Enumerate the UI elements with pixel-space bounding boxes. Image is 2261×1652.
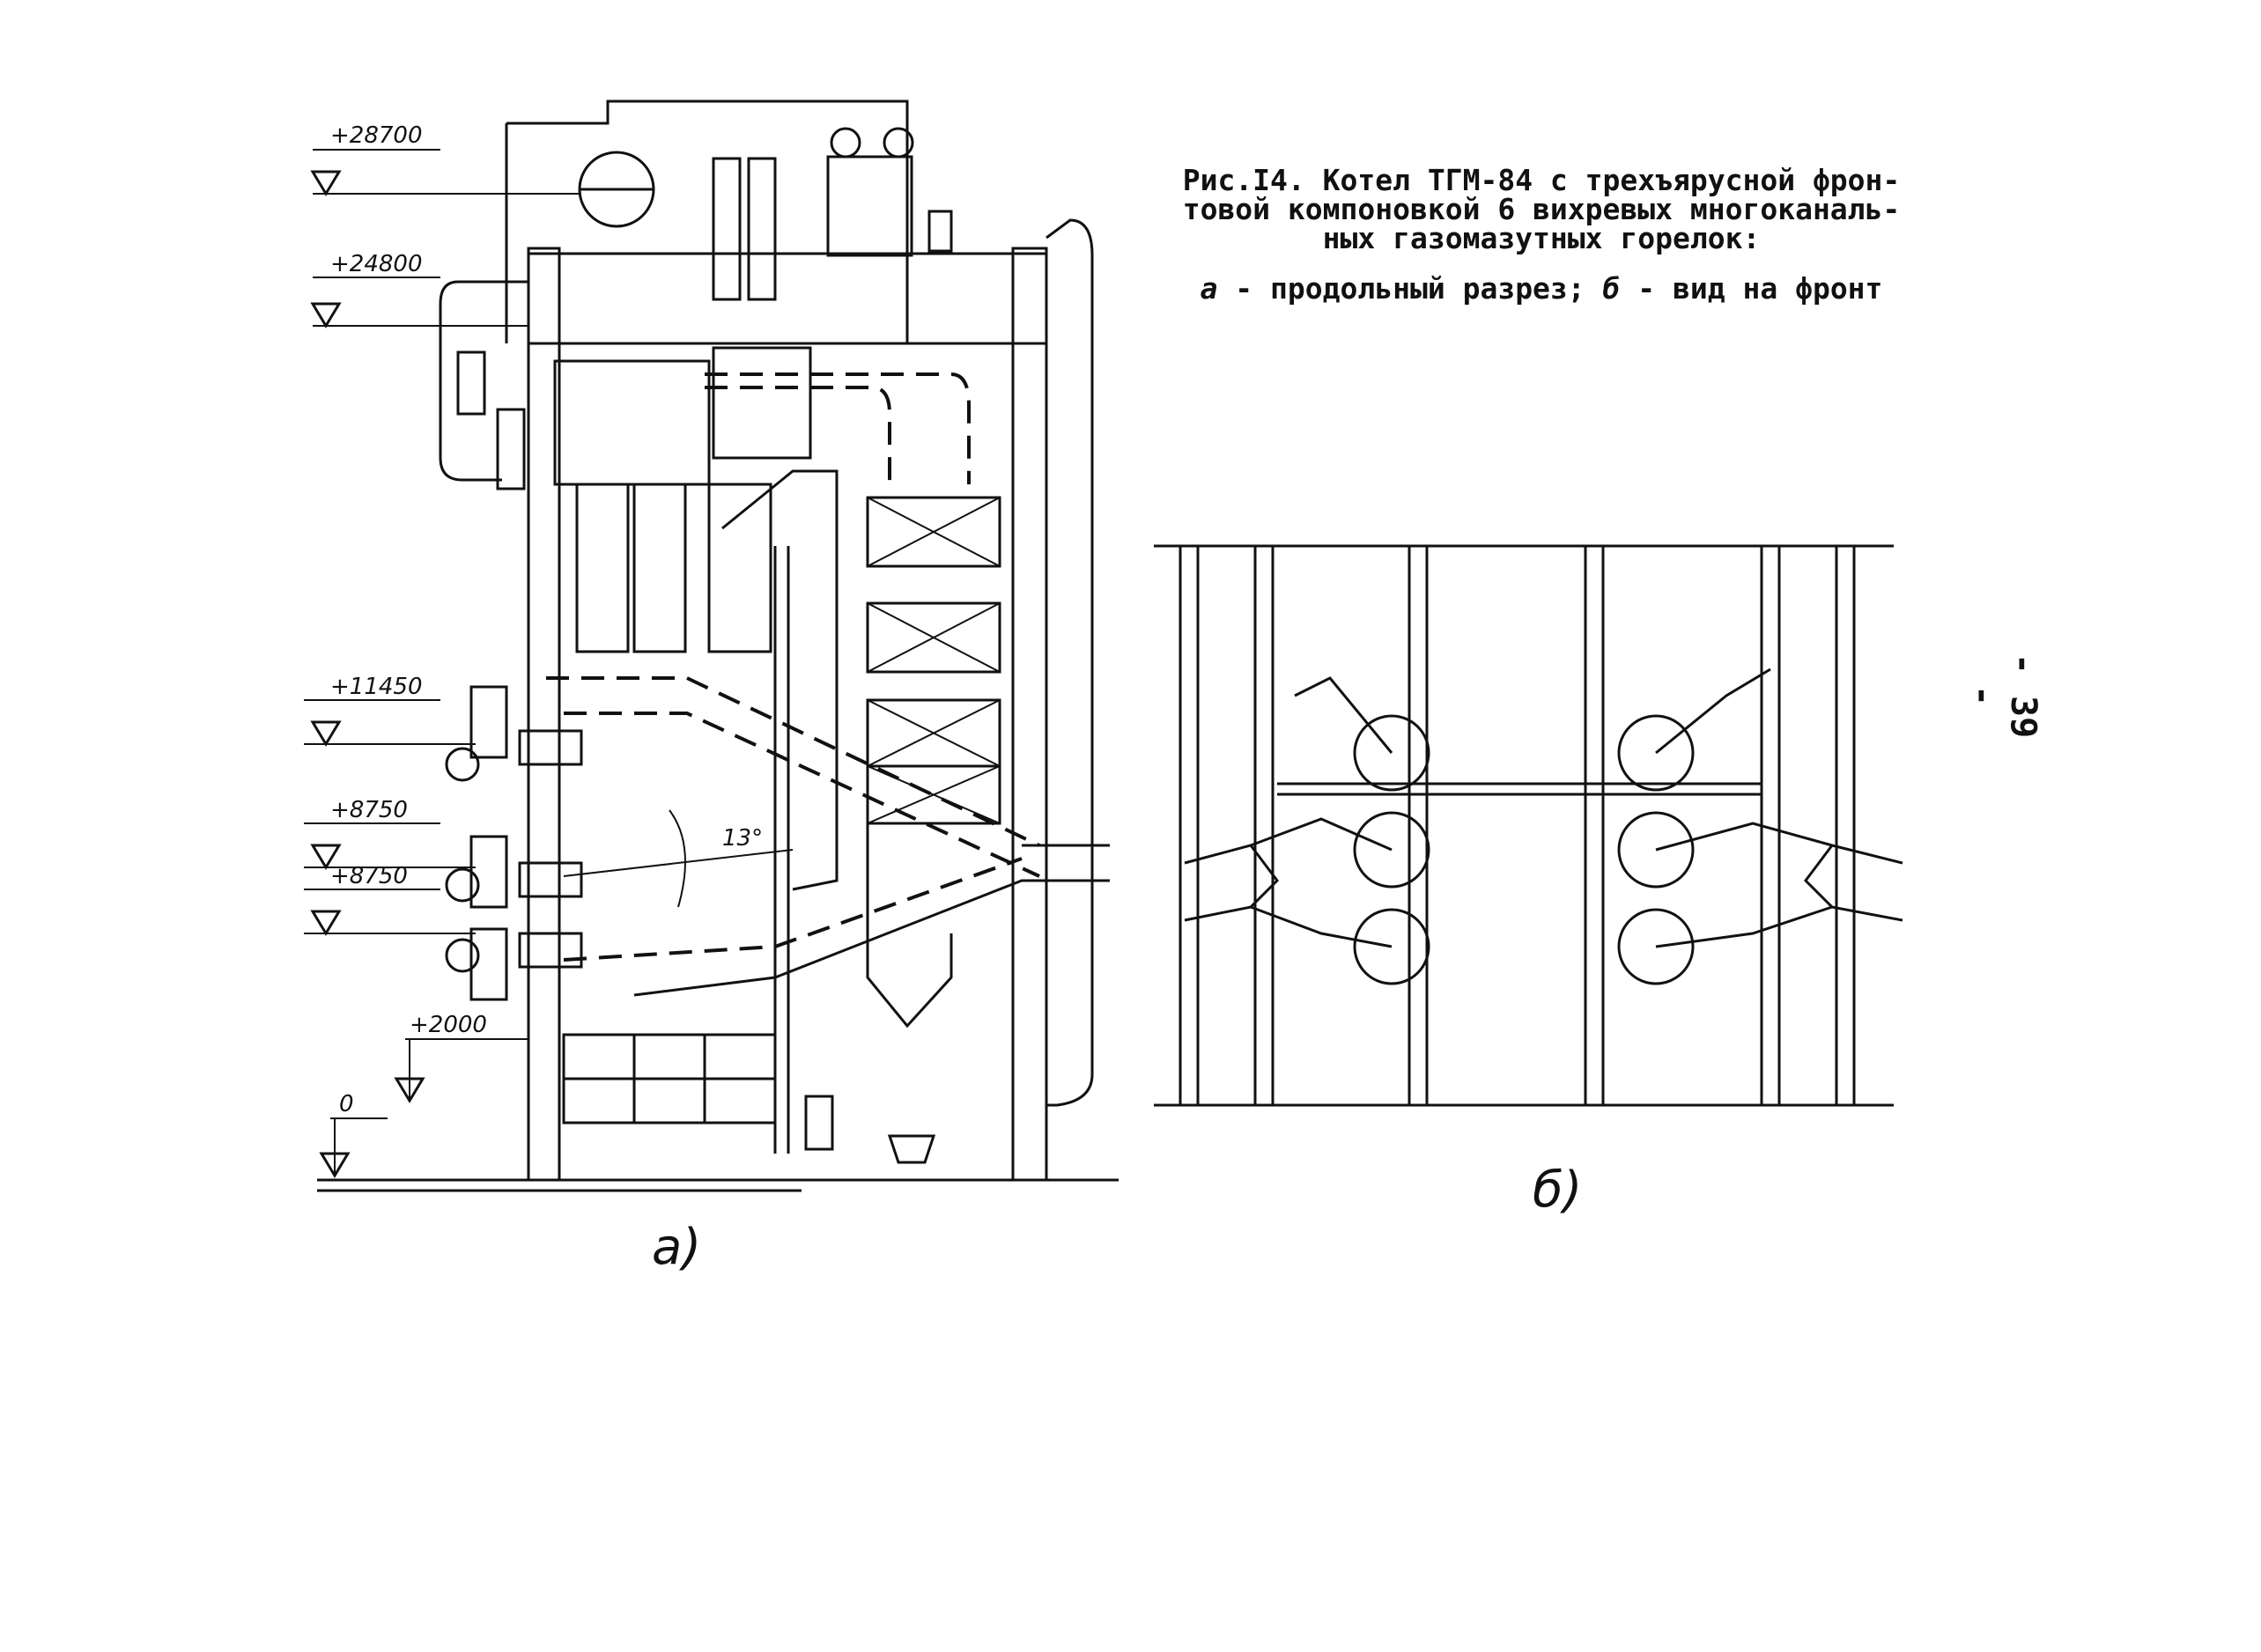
burner-b-right-3 [1617,908,1695,985]
burner-b-right-pipe-1 [1655,667,1771,755]
elevation-label-4: +8750 [330,797,408,823]
air-duct-right-lower [1655,905,1903,948]
top-fitting [927,210,953,253]
burner-upper [518,729,583,766]
burner-middle [518,861,583,898]
convective-heaters [866,496,1001,825]
heater-block-1 [866,496,1001,568]
air-duct-left-lower [1184,905,1393,948]
caption-b-letter: б [1602,271,1621,306]
screen-panel-2 [632,483,687,653]
elevation-label-7: 0 [339,1091,354,1117]
partition-wall [721,469,839,891]
caption-subtitle: а - продольный разрез; б - вид на фронт [1154,274,1929,303]
elevation-triangle-4 [310,844,342,870]
left-burners [1184,676,1430,985]
rear-column [1011,247,1048,1182]
angle-arc [669,809,686,908]
figure-caption: Рис.I4. Котел ТГМ-84 с трехъярусной фрон… [1154,166,1929,303]
upper-chamber [712,346,812,460]
flue-duct-lower [633,879,1110,997]
bottom-hatch [804,1095,834,1151]
roof-tubes-dashed-2 [705,372,971,484]
diagram-a-label: а) [652,1219,701,1276]
caption-b-text: - вид на фронт [1620,271,1883,306]
elevation-label-2: +24800 [330,251,423,277]
heater-block-4 [866,764,1001,825]
burner-b-left-pipe-1 [1294,676,1393,754]
pulley-1 [830,127,861,159]
elevation-label-1: +28700 [330,122,423,149]
burner-b-right-1 [1617,714,1695,792]
upper-furnace-block [553,359,711,486]
air-duct-left-upper [1184,817,1393,865]
caption-line-1: Рис.I4. Котел ТГМ-84 с трехъярусной фрон… [1182,163,1901,197]
diagram-b-front-view: б) [1154,544,1903,1219]
caption-a-text: - продольный разрез; [1217,271,1603,306]
burner-b-left-1 [1353,714,1430,792]
burner-b-left-3 [1353,908,1430,985]
ash-funnel [887,1134,936,1164]
caption-line-3: ных газомазутных горелок: [1322,221,1761,255]
elevation-label-6: +2000 [410,1012,487,1038]
burner-lower [518,932,583,969]
angle-label: 13° [722,825,763,852]
left-valve-2 [496,408,526,490]
caption-line-2: товой компоновкой 6 вихревых многоканаль… [1182,192,1901,226]
front-columns [1179,546,1856,1105]
left-pipe-loop [439,280,528,482]
elevation-markers: +28700 +24800 +11450 +8750 +8750 +2000 [304,122,581,1178]
flue-dashed-1 [546,676,1040,847]
screen-panel-1 [575,483,630,653]
left-valve-1 [456,350,486,416]
right-burners [1617,667,1903,985]
burner-middle-wheel [445,867,480,903]
burner-axis [563,849,794,877]
flue-dashed-3 [563,857,1023,962]
diagram-b-label: б) [1533,1162,1582,1219]
burner-upper-wheel [445,747,480,782]
elevation-triangle-5 [310,910,342,936]
burner-lower-box [469,927,508,1001]
burner-upper-box [469,685,508,759]
burner-lower-wheel [445,938,480,973]
burner-b-left-2 [1353,811,1430,889]
flue-dashed-2 [564,712,1040,878]
heater-block-2 [866,601,1001,674]
caption-a-letter: а [1200,271,1218,306]
safety-valve-2 [747,157,777,301]
downcomer-pipe [1046,218,1094,1107]
crane-frame [826,155,913,257]
screen-panel-3 [707,483,772,653]
air-duct-right-upper [1655,822,1903,865]
safety-valve-1 [712,157,742,301]
elevation-label-5: +8750 [330,863,408,889]
diagram-a-section: 13° +28700 +24800 +11450 +8750 +8750 [304,100,1119,1276]
burner-b-right-2 [1617,811,1695,889]
hopper [866,823,953,1029]
front-column [527,247,561,1182]
elevation-triangle-2 [310,302,342,328]
top-housing [506,100,909,343]
elevation-triangle-1 [310,170,342,196]
elevation-triangle-3 [310,720,342,747]
elevation-label-3: +11450 [330,674,423,700]
roof-tubes-dashed [705,386,891,484]
burner-middle-box [469,835,508,909]
burners-front [445,685,583,1001]
